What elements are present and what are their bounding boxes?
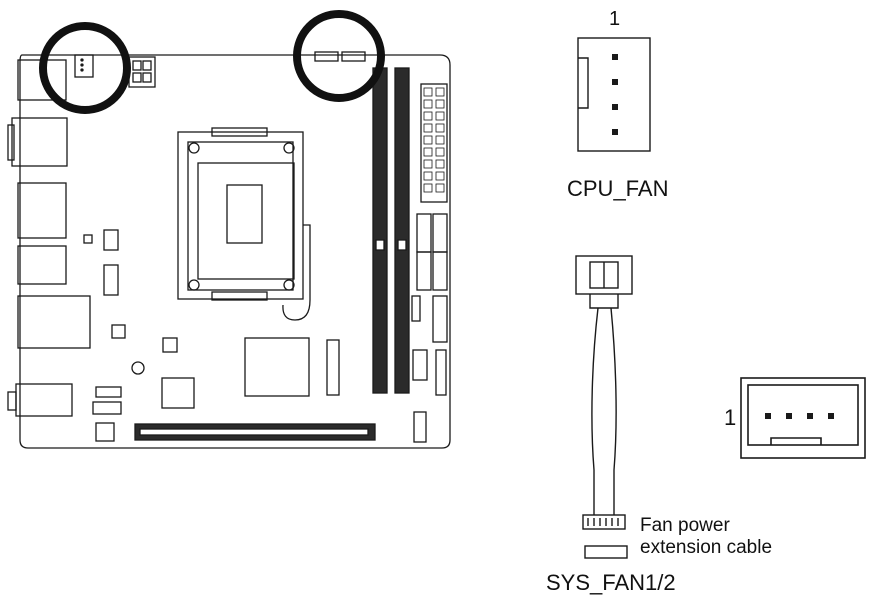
sata-ports	[416, 213, 448, 291]
pcie-slot	[134, 423, 376, 441]
sys-fan-label: SYS_FAN1/2	[546, 570, 676, 595]
fan-extension-cable	[575, 255, 633, 559]
atx-main-connector	[420, 83, 448, 203]
cpu-socket	[177, 127, 311, 321]
atx-pins	[423, 87, 445, 193]
cpu-fan-label: CPU_FAN	[567, 176, 669, 201]
highlight-ring-sys-fan	[293, 10, 385, 102]
cpu-fan-connector-diagram	[577, 37, 651, 152]
sys-fan-headers	[314, 51, 366, 62]
extension-cable-line1: Fan power	[640, 515, 730, 536]
extension-cable-label: Fan power extension cable	[640, 515, 772, 559]
extension-cable-line2: extension cable	[640, 537, 773, 558]
rear-io-panel	[7, 59, 91, 417]
cpu-fan-pin1-label: 1	[609, 8, 621, 30]
atx12v-connector	[128, 56, 156, 88]
sys-fan-pin1-label: 1	[724, 405, 737, 430]
cpu-fan-header	[74, 54, 94, 78]
sys-fan-connector-diagram	[740, 377, 866, 459]
motherboard	[7, 51, 451, 449]
header-pins-left	[103, 229, 119, 296]
dimm-slots	[372, 67, 410, 394]
highlight-ring-cpu-fan	[39, 22, 131, 114]
